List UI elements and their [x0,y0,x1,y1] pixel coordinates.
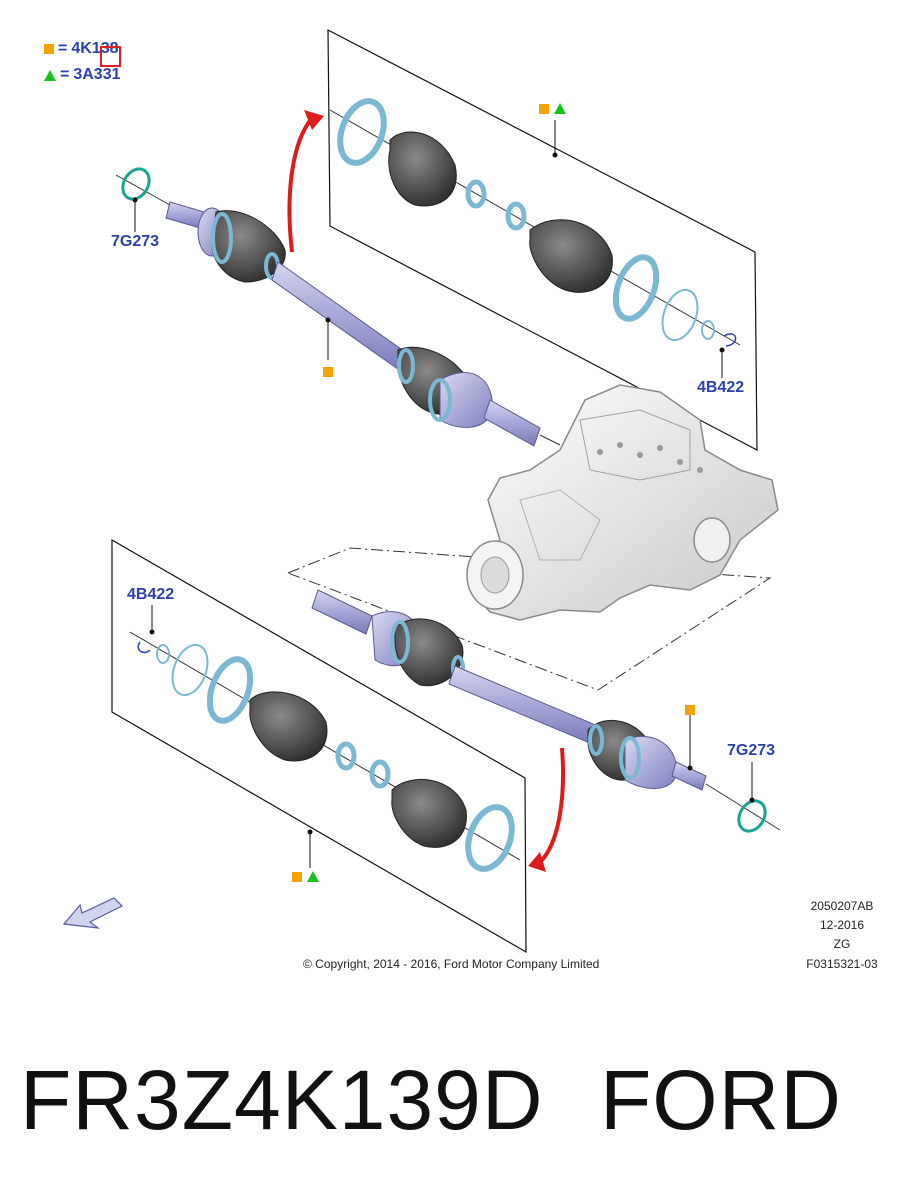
seal-7g273-right [737,762,767,833]
legend-equals: = [60,66,70,83]
legend-code: 4K138 [71,40,119,57]
dash-dot-frame [286,547,772,691]
shaft-marker-bottom [685,702,695,720]
lower-halfshaft [311,589,781,831]
kit-marker-bottom [292,871,319,882]
meta-date: 12-2016 [819,918,865,932]
legend-code: 3A331 [73,66,121,83]
meta-fig: F0315321-03 [806,957,878,971]
highlight-box [100,46,121,67]
meta-code: ZG [833,937,851,951]
shaft-marker-top [323,364,333,382]
seal-7g273-left [115,167,171,232]
callout-clip-bottom-left: 4B422 [127,586,175,603]
legend-row-square: = 4K138 [44,40,119,58]
kit-marker-top [539,103,566,114]
upper-halfshaft [165,201,561,447]
square-marker-icon [685,705,695,715]
legend-row-triangle: = 3A331 [44,66,121,84]
triangle-marker-icon [44,69,56,81]
red-arrow-bottom [528,747,566,872]
square-marker-icon [539,103,549,114]
red-arrow-top [287,110,324,253]
direction-arrow-icon [62,897,124,929]
square-marker-icon [292,871,302,882]
triangle-marker-icon [554,103,566,114]
differential-housing [466,384,779,621]
triangle-marker-icon [307,871,319,882]
bottom-kit-frame [111,538,527,954]
leader-lines [149,120,725,868]
bottom-kit-parts [129,631,521,872]
copyright-text: © Copyright, 2014 - 2016, Ford Motor Com… [303,957,600,971]
square-marker-icon [44,44,54,54]
callout-seal-left: 7G273 [111,233,160,250]
exploded-diagram [62,29,781,954]
square-marker-icon [323,367,333,377]
brand-name: FORD [600,1053,842,1147]
top-kit-parts [329,98,741,347]
callout-seal-right: 7G273 [727,742,776,759]
callout-clip-top-right: 4B422 [697,379,745,396]
meta-ref: 2050207AB [810,899,874,913]
top-kit-frame [327,29,758,451]
part-number: FR3Z4K139D [20,1053,544,1147]
legend-equals: = [58,40,68,57]
